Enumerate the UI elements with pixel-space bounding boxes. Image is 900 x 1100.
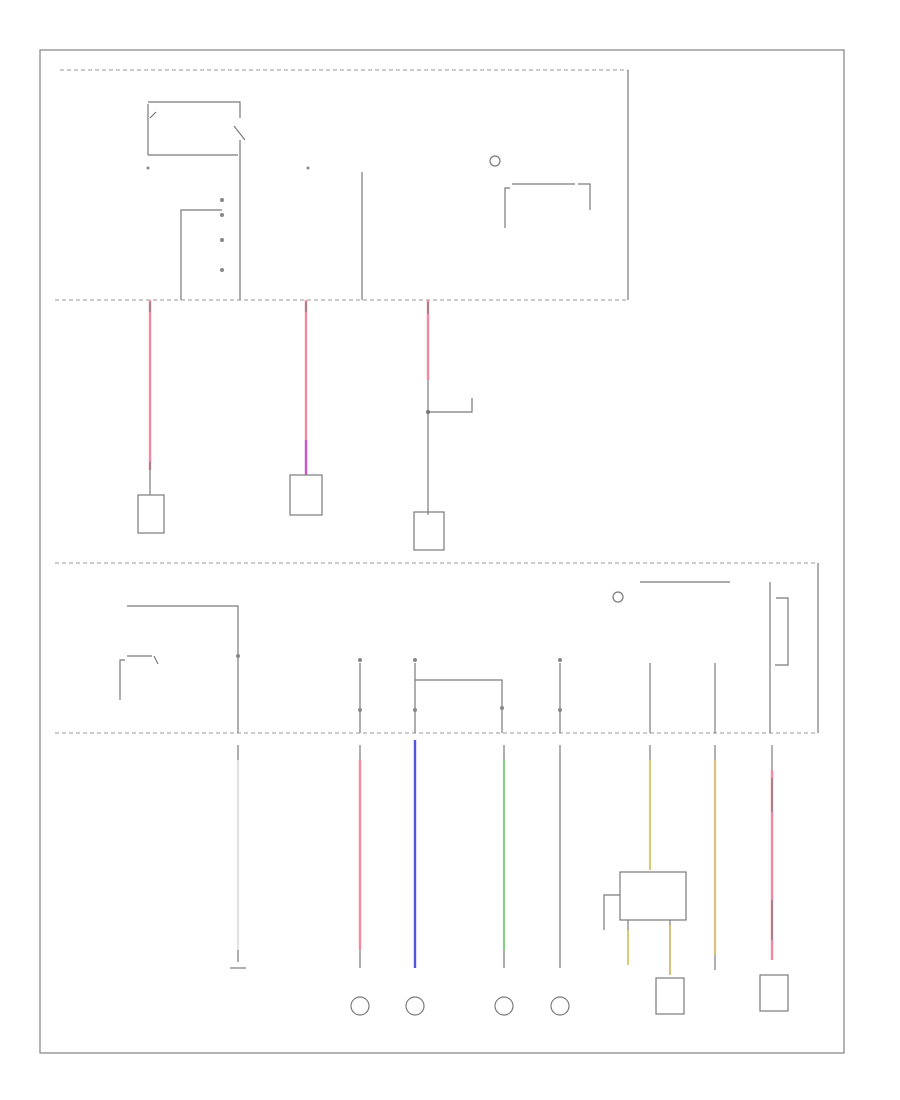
component-lower-7: [655, 977, 685, 1015]
lower-fuse-relay-box: [55, 562, 819, 734]
control-module: [603, 871, 687, 975]
diagram-frame: [39, 49, 845, 1054]
component-lower-4: [494, 996, 514, 1016]
upper-fuse-relay-box: [55, 69, 629, 301]
lower-components: [230, 967, 789, 1016]
component-lower-3: [405, 996, 425, 1016]
component-lower-5: [550, 996, 570, 1016]
fuse-stack: [180, 198, 224, 300]
component-lower-2: [350, 996, 370, 1016]
relay-c: [489, 155, 591, 228]
relay-a: [146, 101, 310, 300]
component-upper-left: [137, 494, 165, 534]
component-lower-8: [759, 974, 789, 1012]
upper-wires: [148, 300, 473, 515]
lower-wires: [236, 740, 774, 970]
upper-components: [137, 474, 445, 551]
component-upper-right: [413, 511, 445, 551]
component-upper-middle: [289, 474, 323, 516]
